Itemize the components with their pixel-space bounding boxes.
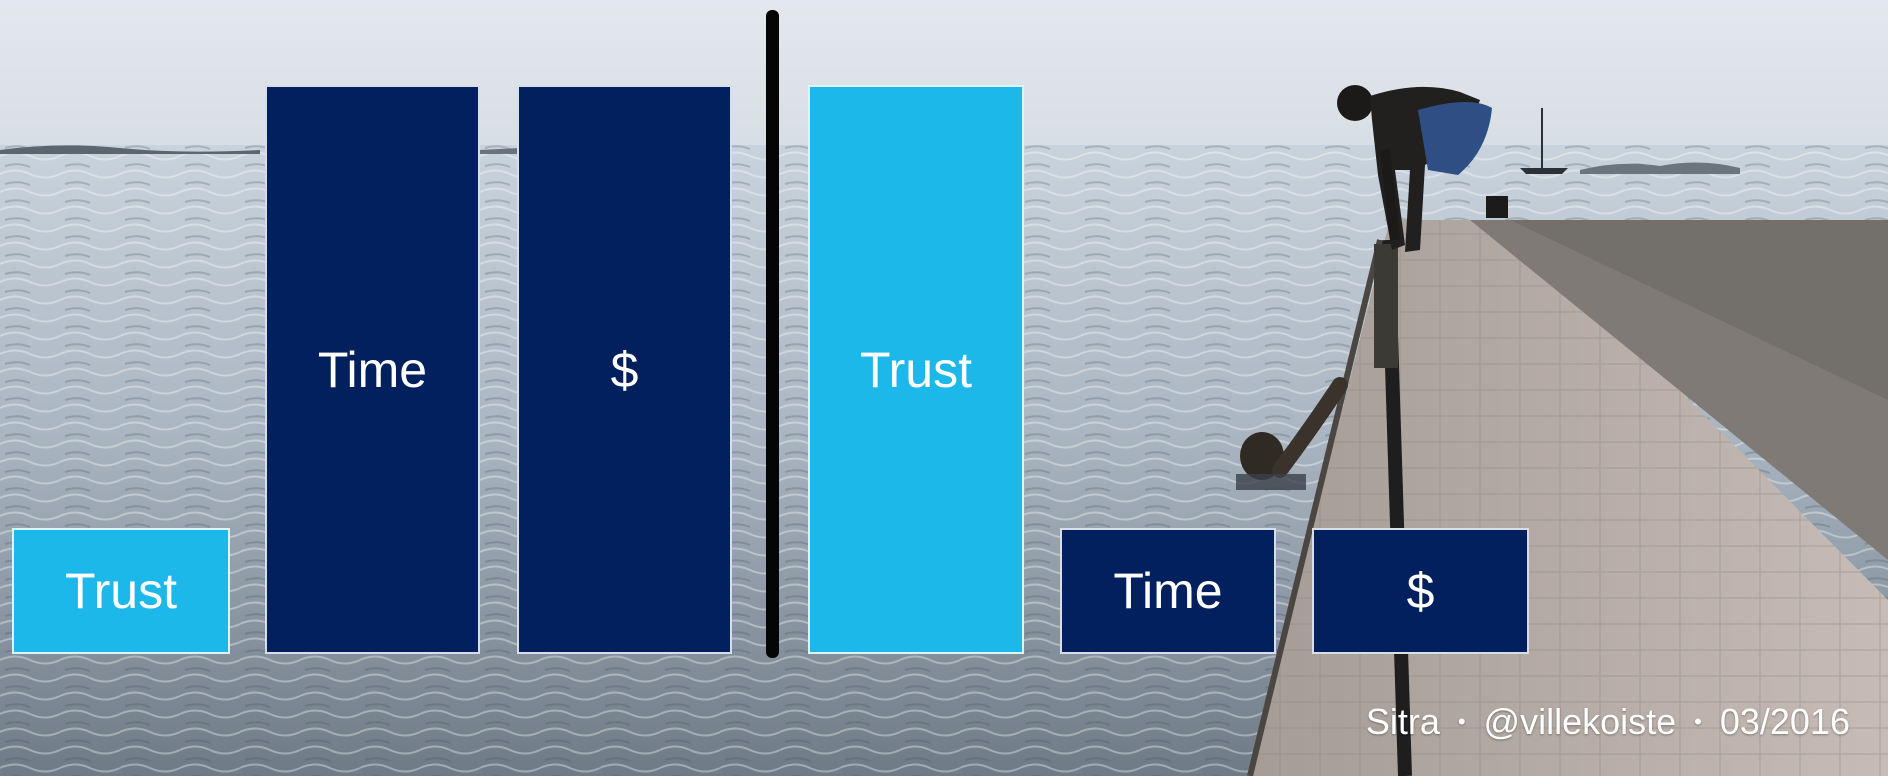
trust-block-small: Trust <box>12 528 230 654</box>
time-label: Time <box>317 341 428 398</box>
footer-org: Sitra <box>1365 701 1440 742</box>
footer-handle: @villekoiste <box>1483 701 1677 742</box>
footer-separator: • <box>1694 709 1702 734</box>
time-label: Time <box>1113 563 1223 619</box>
footer-separator: • <box>1457 709 1466 734</box>
time-block-small: Time <box>1060 528 1276 654</box>
money-block-small: $ <box>1312 528 1529 654</box>
money-label: $ <box>610 341 639 398</box>
money-label: $ <box>1406 563 1435 619</box>
footer-date: 03/2016 <box>1719 701 1850 742</box>
slide-footer: Sitra • @villekoiste • 03/2016 <box>1290 696 1850 748</box>
trust-label: Trust <box>859 341 973 398</box>
trust-block-tall: Trust <box>808 85 1024 654</box>
time-block-tall: Time <box>265 85 480 654</box>
money-block-tall: $ <box>517 85 732 654</box>
trust-label: Trust <box>64 563 178 619</box>
vertical-divider <box>766 10 779 658</box>
